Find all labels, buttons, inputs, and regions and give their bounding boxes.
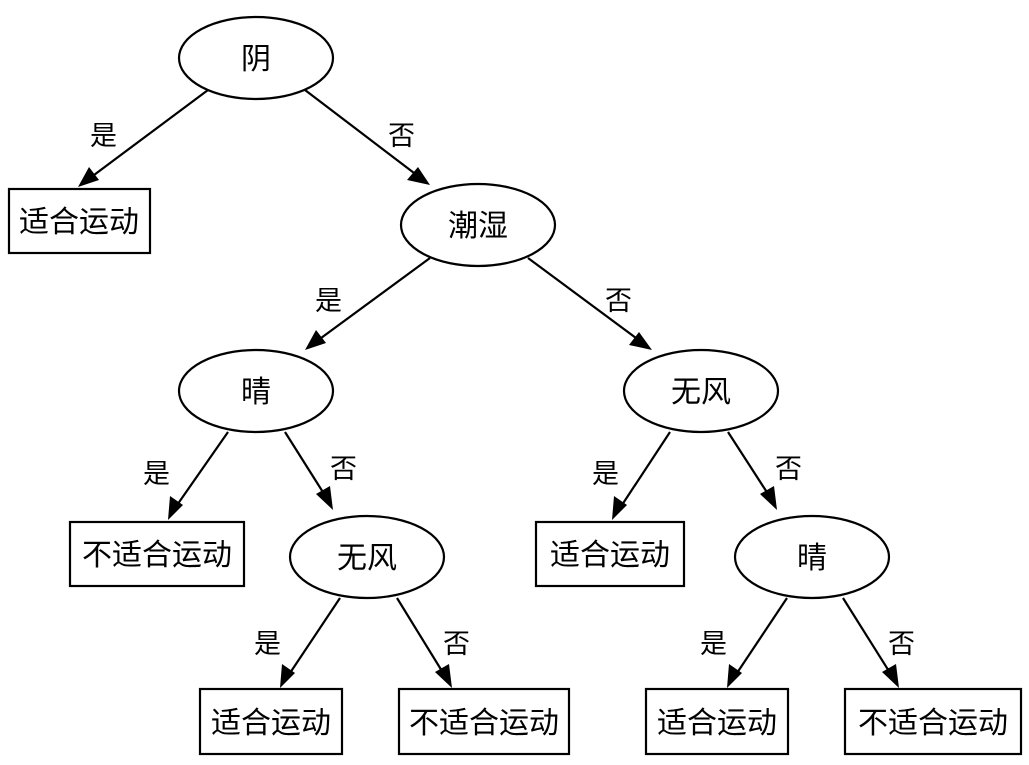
leaf-label: 适合运动	[211, 706, 331, 741]
edge-label-yes: 是	[592, 459, 619, 490]
node-yin: 阴	[177, 15, 335, 101]
edge-label-yes: 是	[90, 121, 117, 152]
leaf-sunny2-no: 不适合运动	[843, 687, 1023, 756]
node-sunny-1: 晴	[177, 348, 335, 434]
node-label: 潮湿	[448, 209, 508, 244]
leaf-label: 适合运动	[19, 205, 139, 240]
edge-label-no: 否	[388, 121, 415, 152]
edge-root-no: 否	[304, 89, 430, 185]
edge-label-no: 否	[888, 629, 915, 660]
edge-label-no: 否	[330, 454, 357, 485]
leaf-windless2-no: 不适合运动	[397, 687, 571, 756]
edge-sunny2-yes: 是	[700, 597, 788, 688]
node-humid: 潮湿	[399, 182, 557, 268]
node-sunny-2: 晴	[733, 514, 891, 600]
leaf-windless2-yes: 适合运动	[198, 687, 344, 756]
leaf-label: 不适合运动	[409, 706, 559, 741]
edge-root-yes: 是	[78, 89, 209, 187]
edge-label-yes: 是	[254, 629, 281, 660]
edge-sunny2-no: 否	[842, 597, 915, 688]
edge-windless1-no: 否	[727, 431, 802, 510]
edge-label-no: 否	[775, 454, 802, 485]
node-windless-2: 无风	[288, 514, 446, 600]
leaf-label: 适合运动	[550, 538, 670, 573]
node-label: 晴	[241, 375, 271, 410]
edge-sunny1-no: 否	[284, 431, 357, 510]
edge-windless2-yes: 是	[254, 597, 341, 688]
node-label: 晴	[797, 541, 827, 576]
node-windless-1: 无风	[622, 348, 780, 434]
node-label: 无风	[671, 375, 731, 410]
leaf-sunny2-yes: 适合运动	[644, 687, 790, 756]
edge-label-no: 否	[443, 629, 470, 660]
edge-label-yes: 是	[700, 629, 727, 660]
leaf-yin-yes: 适合运动	[7, 187, 152, 255]
leaf-label: 适合运动	[657, 706, 777, 741]
edge-label-yes: 是	[315, 286, 342, 317]
leaf-windless1-yes: 适合运动	[534, 520, 686, 588]
edge-windless2-no: 否	[396, 597, 470, 688]
leaf-label: 不适合运动	[82, 538, 232, 573]
leaf-sunny1-yes: 不适合运动	[68, 520, 246, 588]
leaf-label: 不适合运动	[858, 706, 1008, 741]
node-label: 阴	[241, 42, 271, 77]
edge-humid-yes: 是	[305, 257, 431, 350]
edge-sunny1-yes: 是	[143, 431, 229, 520]
edge-label-no: 否	[605, 286, 632, 317]
node-label: 无风	[337, 541, 397, 576]
edge-humid-no: 否	[527, 257, 652, 350]
edge-label-yes: 是	[143, 459, 170, 490]
edge-windless1-yes: 是	[592, 431, 671, 520]
